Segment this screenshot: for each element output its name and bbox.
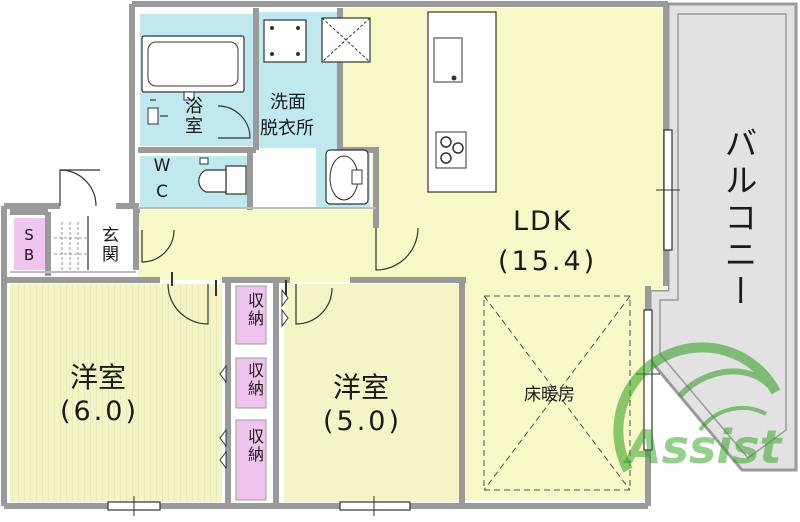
storage-top-label: 収納	[245, 292, 264, 328]
washroom-label-line1: 洗面	[270, 92, 306, 113]
washroom-label-line2: 脱衣所	[260, 118, 314, 139]
western-room-left-floor	[10, 284, 222, 502]
storage-bottom-area	[235, 419, 267, 501]
shoebox-label: SB	[20, 226, 38, 266]
western-room-left-name-label: 洋室	[70, 361, 127, 394]
shoebox-area	[14, 218, 46, 270]
washing-machine-icon	[263, 19, 307, 63]
entrance-area	[54, 214, 124, 270]
storage-mid-area	[235, 357, 267, 409]
refrigerator-icon	[321, 17, 371, 63]
ldk-size-label: (15.4)	[498, 246, 598, 277]
western-room-right-size-label: (5.0)	[323, 406, 403, 437]
storage-top-area	[235, 285, 267, 345]
toilet-icon	[198, 157, 247, 195]
assist-watermark-logo	[613, 342, 781, 473]
western-room-right-name-label: 洋室	[333, 371, 390, 404]
kitchen-counter-icon	[427, 11, 497, 193]
entrance-label: 玄関	[98, 226, 118, 264]
assist-watermark-text: Assist	[626, 420, 782, 474]
wash-basin-icon	[325, 149, 369, 205]
wc-label: WC	[152, 156, 172, 208]
bath-label: 浴室	[182, 96, 203, 136]
floor-heating-label: 床暖房	[524, 385, 575, 405]
western-room-left-size-label: (6.0)	[60, 396, 140, 427]
ldk-floor	[138, 8, 668, 500]
ldk-name-label: LDK	[513, 206, 573, 237]
balcony-label: バルコニー	[719, 126, 758, 311]
storage-mid-label: 収納	[245, 362, 264, 398]
storage-bottom-label: 収納	[245, 428, 264, 464]
bathtub-icon	[141, 35, 245, 125]
